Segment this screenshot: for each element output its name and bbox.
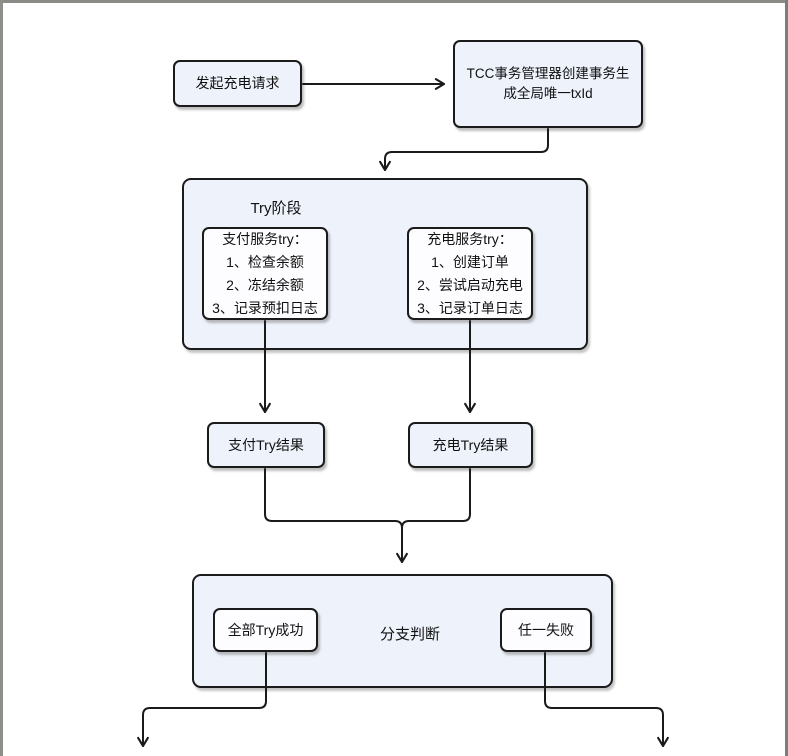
window-edge-left [0, 0, 3, 756]
node-charge-service-try: 充电服务try： 1、创建订单 2、尝试启动充电 3、记录订单日志 [407, 227, 533, 320]
wire-charge-result-merge [401, 468, 471, 529]
arrow-merge-to-branch [264, 468, 408, 564]
node-label: 发起充电请求 [195, 75, 280, 92]
node-all-try-success: 全部Try成功 [213, 608, 318, 652]
node-line: 3、记录订单日志 [417, 299, 523, 316]
arrow-tcc-to-try-stage [379, 128, 549, 172]
node-tcc-transaction-manager: TCC事务管理器创建事务生成全局唯一txId [453, 40, 643, 128]
try-stage-title: Try阶段 [250, 200, 302, 217]
node-label: 任一失败 [518, 621, 574, 638]
node-line: 3、记录预扣日志 [212, 299, 318, 316]
node-line: 2、冻结余额 [226, 276, 304, 293]
node-label: 全部Try成功 [227, 621, 304, 638]
node-line: 2、尝试启动充电 [417, 276, 523, 293]
node-line: 1、创建订单 [431, 253, 509, 270]
node-line: 支付服务try： [222, 230, 308, 247]
node-any-failure: 任一失败 [500, 608, 592, 652]
window-edge-top [0, 0, 788, 3]
node-pay-service-try: 支付服务try： 1、检查余额 2、冻结余额 3、记录预扣日志 [202, 227, 328, 320]
node-label: 充电Try结果 [432, 436, 509, 453]
node-pay-try-result: 支付Try结果 [207, 422, 325, 468]
node-label: 支付Try结果 [228, 436, 304, 453]
node-start-charge-request: 发起充电请求 [173, 60, 302, 107]
node-line: 1、检查余额 [226, 253, 304, 270]
node-line: 充电服务try： [427, 230, 513, 247]
branch-decision-title: 分支判断 [379, 626, 440, 643]
window-edge-right [785, 0, 788, 756]
node-label: TCC事务管理器创建事务生成全局唯一txId [466, 66, 630, 101]
node-charge-try-result: 充电Try结果 [408, 422, 533, 468]
